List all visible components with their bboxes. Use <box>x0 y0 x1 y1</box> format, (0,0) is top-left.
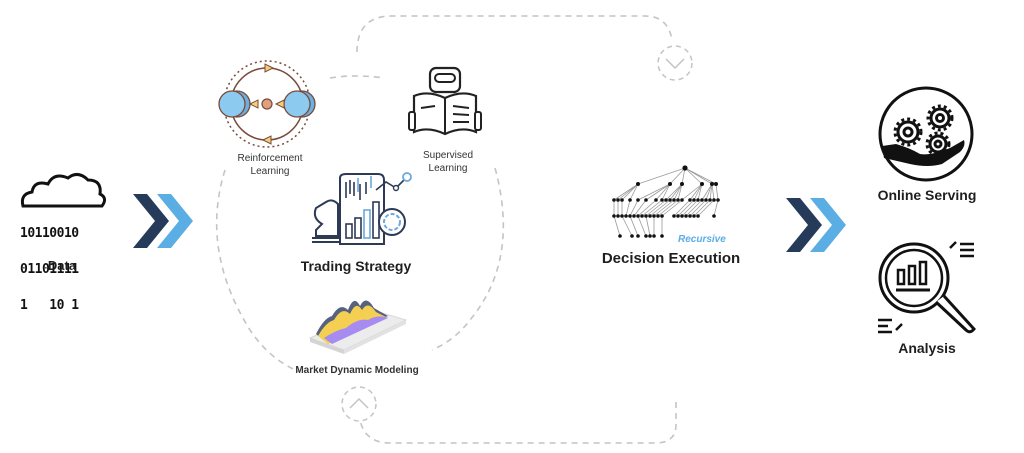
tree-node <box>696 214 700 218</box>
tree-node <box>668 198 672 202</box>
data-label: Data <box>47 258 77 273</box>
reinforcement-learning-icon <box>218 60 316 148</box>
tree-node <box>660 234 664 238</box>
tree-node <box>636 214 640 218</box>
tree-node <box>612 198 616 202</box>
tree-node <box>652 214 656 218</box>
tree-node <box>710 182 714 186</box>
tree-node <box>688 198 692 202</box>
tree-node <box>676 198 680 202</box>
rl-label: Reinforcement Learning <box>225 152 315 178</box>
tree-node <box>688 214 692 218</box>
market-chart-icon <box>308 300 408 354</box>
online-serving-gears-icon <box>878 86 974 182</box>
tree-node <box>692 214 696 218</box>
tree-node <box>692 198 696 202</box>
tree-node <box>620 198 624 202</box>
tree-node <box>704 198 708 202</box>
tree-node <box>700 198 704 202</box>
trading-strategy-icon <box>312 172 412 245</box>
tree-node <box>668 182 672 186</box>
tree-node <box>672 198 676 202</box>
tree-node <box>700 182 704 186</box>
tree-node <box>680 198 684 202</box>
tree-node <box>636 198 640 202</box>
tree-node <box>660 198 664 202</box>
recursive-tag: Recursive <box>678 234 726 245</box>
tree-node <box>660 214 664 218</box>
binary-row: 1 10 1 <box>20 298 79 313</box>
tree-node <box>664 198 668 202</box>
tree-node <box>676 214 680 218</box>
tree-node <box>712 198 716 202</box>
tree-node <box>652 234 656 238</box>
online-serving-label: Online Serving <box>877 187 977 203</box>
chevron-double-right-icon <box>133 194 193 248</box>
chevron-down-icon <box>657 45 693 81</box>
analysis-label: Analysis <box>898 340 956 356</box>
analysis-magnifier-icon <box>878 241 976 334</box>
decision-execution-label: Decision Execution <box>601 250 741 267</box>
tree-node <box>684 214 688 218</box>
tree-node <box>644 214 648 218</box>
binary-row: 01101111 <box>20 262 79 277</box>
tree-node <box>696 198 700 202</box>
tree-node <box>648 214 652 218</box>
tree-node <box>648 234 652 238</box>
tree-node <box>618 234 622 238</box>
tree-node <box>672 214 676 218</box>
tree-node <box>624 214 628 218</box>
tree-node <box>636 182 640 186</box>
chevron-up-icon <box>341 386 377 422</box>
data-cloud-binary-icon <box>20 173 107 208</box>
decision-tree-icon <box>612 165 720 238</box>
tree-node <box>616 198 620 202</box>
tree-node <box>640 214 644 218</box>
tree-node <box>628 214 632 218</box>
rl-label-line2: Learning <box>250 166 290 177</box>
tree-node <box>620 214 624 218</box>
chevron-double-right-icon <box>786 198 846 252</box>
binary-text: 10110010 01101111 1 10 1 <box>20 204 104 336</box>
tree-node <box>714 182 718 186</box>
sl-label: Supervised Learning <box>408 149 488 175</box>
binary-row: 10110010 <box>20 226 79 241</box>
tree-node <box>616 214 620 218</box>
trading-strategy-title: Trading Strategy <box>300 258 412 274</box>
tree-node <box>644 198 648 202</box>
tree-node <box>654 198 658 202</box>
supervised-learning-robot-icon <box>408 66 482 136</box>
tree-node <box>632 214 636 218</box>
tree-node <box>716 198 720 202</box>
tree-node <box>682 165 688 171</box>
tree-node <box>680 182 684 186</box>
sl-label-line2: Learning <box>428 163 468 174</box>
tree-node <box>612 214 616 218</box>
tree-node <box>628 198 632 202</box>
tree-node <box>630 234 634 238</box>
tree-node <box>708 198 712 202</box>
tree-node <box>644 234 648 238</box>
tree-node <box>636 234 640 238</box>
tree-node <box>680 214 684 218</box>
rl-label-line1: Reinforcement <box>237 153 303 164</box>
tree-node <box>712 214 716 218</box>
sl-label-line1: Supervised <box>422 150 474 161</box>
tree-node <box>656 214 660 218</box>
market-dynamic-modeling-label: Market Dynamic Modeling <box>295 365 419 376</box>
